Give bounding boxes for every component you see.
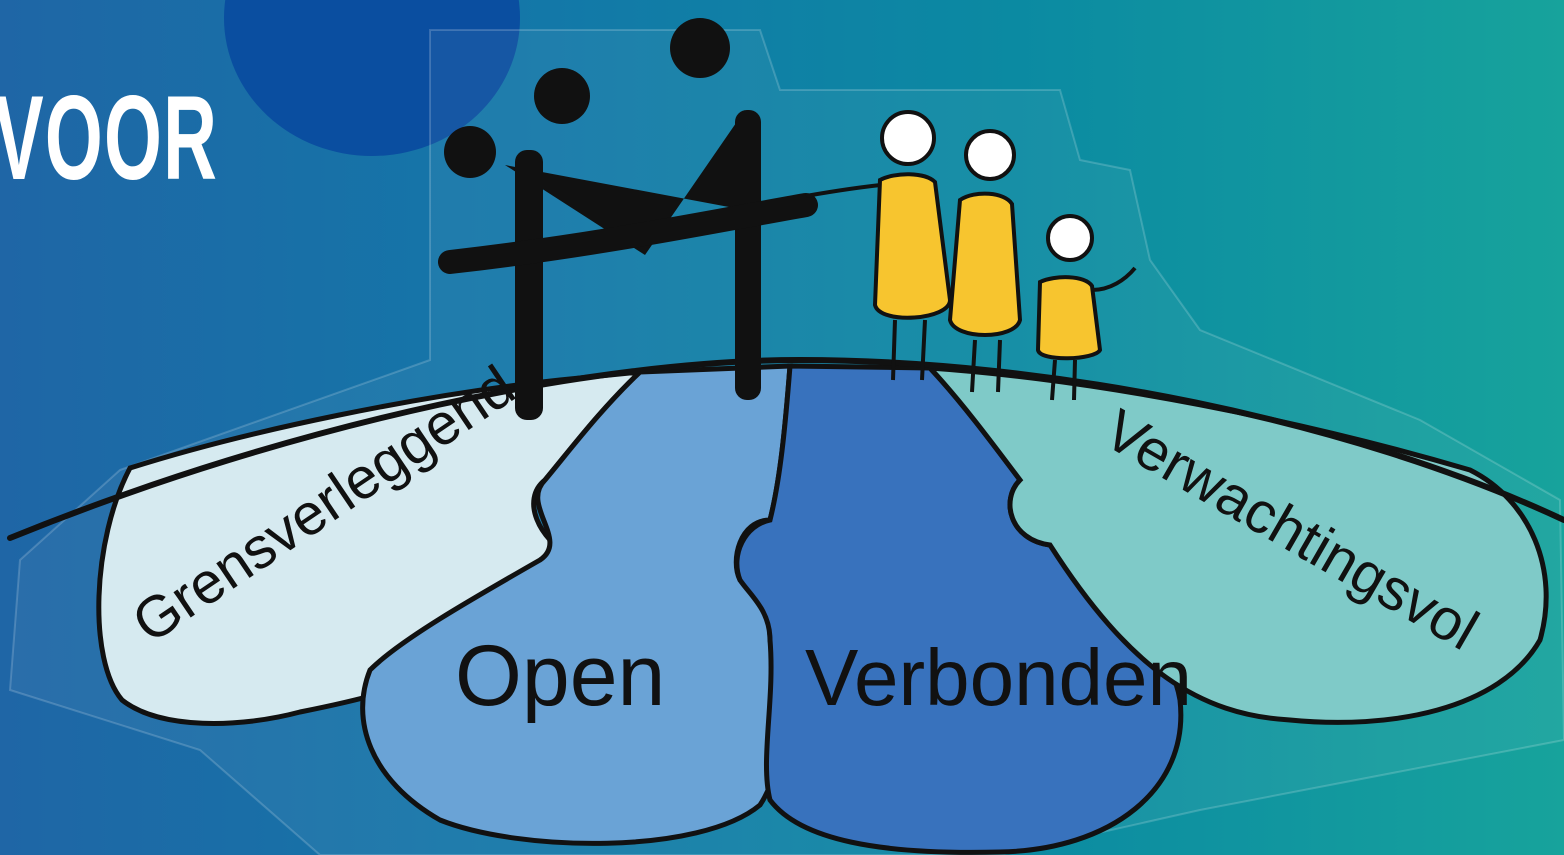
page-heading: VOOR [0,71,219,205]
horizon-line [7,356,1564,541]
family-figures [805,110,1137,401]
petal-label-verbonden: Verbonden [805,633,1192,722]
logo-figure [438,18,818,420]
petal-label-open: Open [455,628,665,724]
blue-circle-shape [224,0,520,156]
